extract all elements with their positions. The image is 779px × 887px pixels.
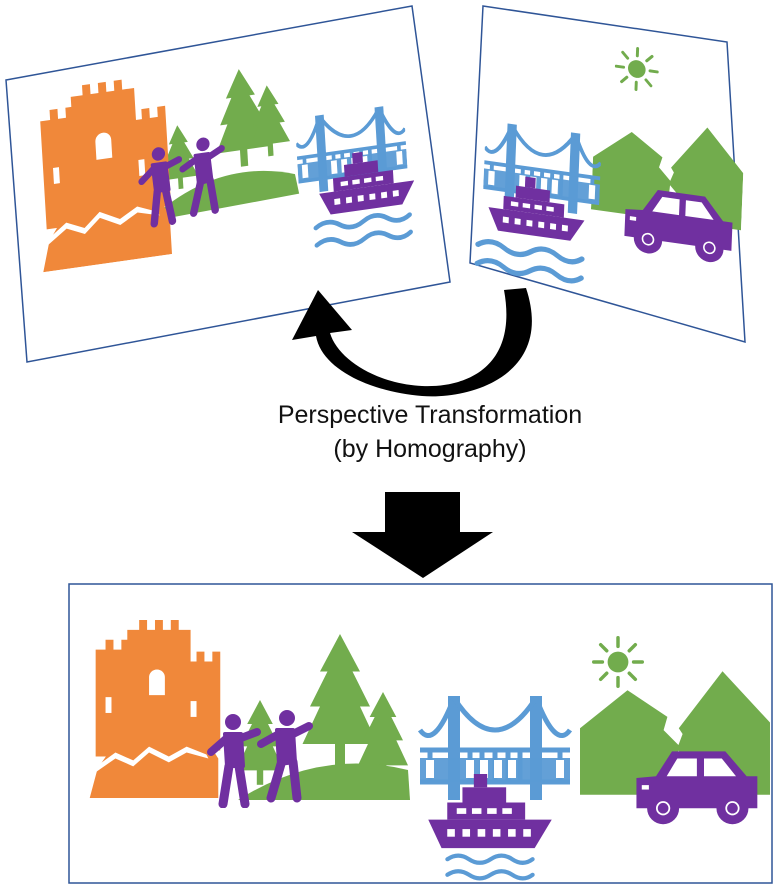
- curved-arrow-icon: [292, 288, 532, 397]
- sun-icon: [592, 636, 644, 688]
- caption-title: Perspective Transformation: [277, 401, 583, 429]
- right-warped-image: [469, 5, 746, 344]
- left-warped-image: [5, 5, 451, 363]
- caption-subtitle: (by Homography): [333, 435, 527, 463]
- panorama-image: [68, 583, 773, 884]
- down-arrow-icon: [352, 492, 493, 578]
